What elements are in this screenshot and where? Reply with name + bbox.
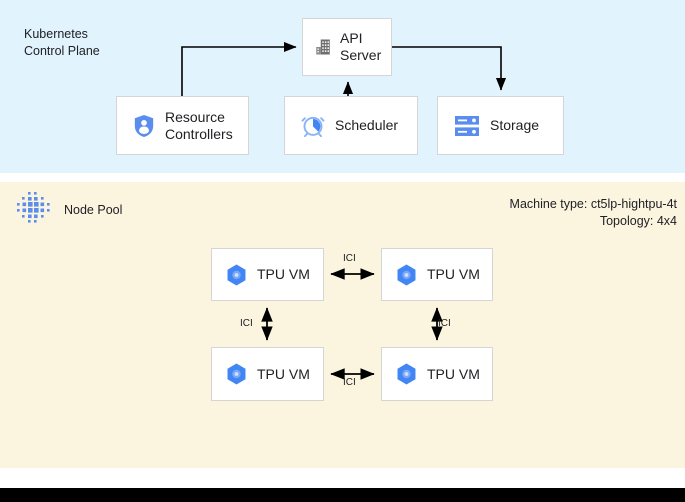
- node-scheduler-label: Scheduler: [335, 117, 399, 133]
- node-tpu-vm-2[interactable]: TPU VM: [381, 248, 493, 301]
- node-tpu-vm-1[interactable]: TPU VM: [211, 248, 324, 301]
- ici-label-bottom: ICI: [343, 377, 356, 388]
- node-tpu-vm-3[interactable]: TPU VM: [211, 347, 324, 401]
- ici-label-left: ICI: [240, 318, 253, 329]
- node-api-server[interactable]: API Server: [302, 18, 392, 76]
- topology-text: Topology: 4x4: [599, 214, 677, 228]
- ici-label-right: ICI: [438, 318, 451, 329]
- node-storage[interactable]: Storage: [437, 96, 564, 155]
- node-api-server-label: API Server: [340, 30, 382, 63]
- node-tpu-vm-4-label: TPU VM: [427, 365, 480, 382]
- shield-person-icon: [133, 114, 155, 138]
- machine-type-text: Machine type: ct5lp-hightpu-4t: [509, 197, 677, 211]
- node-storage-label: Storage: [490, 117, 540, 133]
- node-tpu-vm-1-label: TPU VM: [257, 266, 310, 282]
- control-plane-title: Kubernetes Control Plane: [24, 27, 100, 58]
- compute-hexagon-icon: [226, 363, 247, 385]
- node-tpu-vm-3-label: TPU VM: [257, 365, 310, 382]
- machine-metadata: Machine type: ct5lp-hightpu-4t Topology:…: [510, 196, 677, 230]
- node-pool-label: Node Pool: [64, 203, 123, 217]
- ici-label-top: ICI: [343, 253, 356, 264]
- node-scheduler[interactable]: Scheduler: [284, 96, 418, 155]
- building-icon: [314, 38, 332, 56]
- node-resource-controllers-label: Resource Controllers: [165, 108, 233, 142]
- node-tpu-vm-2-label: TPU VM: [427, 266, 480, 282]
- node-tpu-vm-4[interactable]: TPU VM: [381, 347, 493, 401]
- compute-hexagon-icon: [396, 264, 417, 286]
- node-pool-section: [0, 182, 685, 468]
- compute-hexagon-icon: [396, 363, 417, 385]
- node-resource-controllers[interactable]: Resource Controllers: [116, 96, 249, 155]
- alarm-clock-icon: [301, 114, 325, 138]
- compute-hexagon-icon: [226, 264, 247, 286]
- bottom-bar: [0, 488, 685, 502]
- server-rack-icon: [454, 114, 480, 138]
